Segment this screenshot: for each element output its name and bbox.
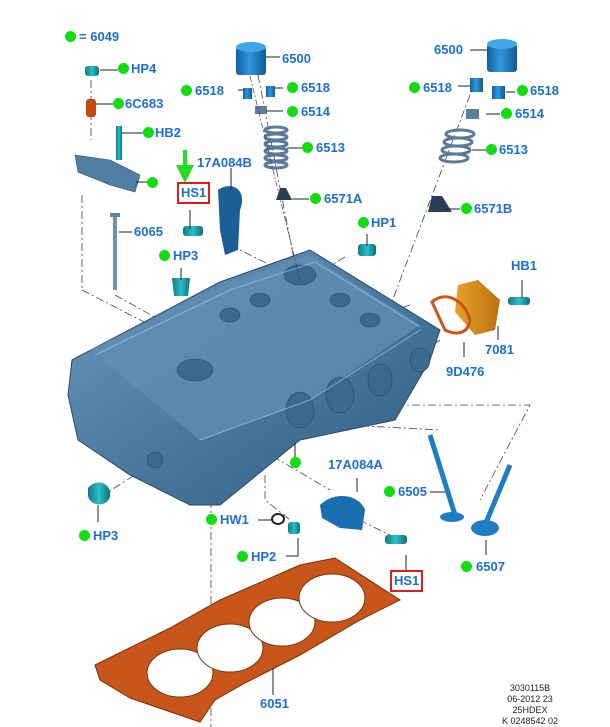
label-hw1[interactable]: HW1 xyxy=(220,512,249,527)
callout-dot-icon xyxy=(358,217,369,228)
label-6507[interactable]: 6507 xyxy=(476,559,505,574)
callout-dot-icon xyxy=(486,144,497,155)
callout-dot-icon xyxy=(461,561,472,572)
legend-dot-icon xyxy=(65,31,76,42)
arrow-icon xyxy=(176,150,194,183)
label-hp4[interactable]: HP4 xyxy=(131,61,157,76)
cylinder-head xyxy=(67,249,441,506)
callout-dot-icon xyxy=(237,551,248,562)
label-hb2[interactable]: HB2 xyxy=(155,125,182,140)
label-hb1[interactable]: HB1 xyxy=(511,258,538,273)
callout-dot-icon xyxy=(310,193,321,204)
label-6571b[interactable]: 6571B xyxy=(474,201,513,216)
label-6065[interactable]: 6065 xyxy=(134,224,163,239)
callout-dot-icon xyxy=(143,127,154,138)
label-6500-left[interactable]: 6500 xyxy=(282,51,311,66)
label-hp3-bottom[interactable]: HP3 xyxy=(93,528,119,543)
stamp-line-4: K 0248542 02 xyxy=(501,716,559,726)
stamp-line-2: 06-2012 23 xyxy=(507,694,553,704)
callout-dot-icon xyxy=(501,108,512,119)
small-parts xyxy=(74,66,530,544)
callout-dot-icon xyxy=(147,177,158,188)
callout-dot-icon xyxy=(302,142,313,153)
legend-part-number: 6049 xyxy=(90,29,120,44)
stamp-line-3: 25HDEX xyxy=(512,705,548,715)
head-gasket xyxy=(94,557,402,723)
label-6513-left[interactable]: 6513 xyxy=(316,140,345,155)
label-6514-left[interactable]: 6514 xyxy=(301,104,330,119)
label-6518-right-left[interactable]: 6518 xyxy=(423,80,452,95)
callout-dot-icon xyxy=(159,250,170,261)
label-6051[interactable]: 6051 xyxy=(260,696,289,711)
label-hp3-top[interactable]: HP3 xyxy=(173,248,199,263)
label-6514-right[interactable]: 6514 xyxy=(515,106,544,121)
label-7081[interactable]: 7081 xyxy=(485,342,514,357)
callout-dot-icon xyxy=(409,82,420,93)
callout-dot-icon xyxy=(287,106,298,117)
label-6513-right[interactable]: 6513 xyxy=(499,142,528,157)
legend-equals: = xyxy=(79,29,87,44)
label-6c683[interactable]: 6C683 xyxy=(125,96,164,111)
stamp-line-1: 3030115B xyxy=(509,683,551,693)
label-hs1-bottom[interactable]: HS1 xyxy=(390,570,424,592)
label-hp1[interactable]: HP1 xyxy=(371,215,397,230)
label-17a084b[interactable]: 17A084B xyxy=(197,155,252,170)
label-6500-right[interactable]: 6500 xyxy=(434,42,463,57)
label-6505[interactable]: 6505 xyxy=(398,484,427,499)
label-17a084a[interactable]: 17A084A xyxy=(328,457,383,472)
reference-stamp: 3030115B 06-2012 23 25HDEX K 0248542 02 xyxy=(485,683,575,727)
label-6518-left-left[interactable]: 6518 xyxy=(195,83,224,98)
callout-dot-icon xyxy=(461,203,472,214)
legend-text: = 6049 xyxy=(79,30,119,44)
valve-stack-right xyxy=(428,39,517,212)
callout-dot-icon xyxy=(287,82,298,93)
leader-lines xyxy=(96,49,523,695)
label-hp2[interactable]: HP2 xyxy=(251,549,277,564)
label-9d476[interactable]: 9D476 xyxy=(446,364,485,379)
callout-dot-icon xyxy=(290,457,301,468)
label-6518-left-right[interactable]: 6518 xyxy=(301,80,330,95)
callout-dot-icon xyxy=(118,63,129,74)
callout-dot-icon xyxy=(113,98,124,109)
callout-dot-icon xyxy=(181,85,192,96)
callout-dot-icon xyxy=(384,486,395,497)
callout-dot-icon xyxy=(517,85,528,96)
valve-stack-left xyxy=(236,42,301,281)
label-6518-right-right[interactable]: 6518 xyxy=(530,83,559,98)
callout-dot-icon xyxy=(206,514,217,525)
label-hs1-top[interactable]: HS1 xyxy=(177,182,211,204)
callout-dot-icon xyxy=(79,530,90,541)
label-6571a[interactable]: 6571A xyxy=(324,191,363,206)
